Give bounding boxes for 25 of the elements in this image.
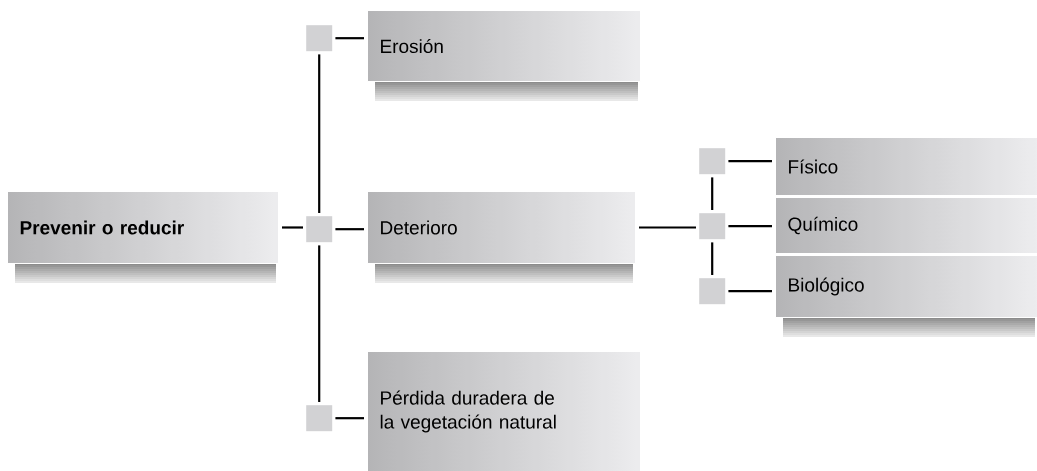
connector-line: [711, 177, 714, 210]
connector-line: [318, 245, 321, 402]
junction-square: [699, 278, 726, 305]
connector-line: [335, 228, 364, 231]
junction-square: [306, 25, 333, 52]
text-box: Biológico: [775, 255, 1037, 318]
connector-line: [318, 54, 321, 213]
text-box: Deterioro: [367, 191, 636, 264]
text-box: Físico: [775, 137, 1037, 196]
connector-line: [711, 242, 714, 275]
text-box: Prevenir o reducir: [7, 191, 279, 264]
connector-line: [728, 290, 772, 293]
junction-square: [699, 148, 726, 175]
text-box: Erosión: [367, 10, 641, 82]
junction-square: [306, 216, 333, 243]
connector-line: [639, 226, 696, 229]
connector-line: [335, 417, 364, 420]
connector-line: [728, 160, 772, 163]
connector-line: [282, 226, 303, 229]
junction-square: [306, 405, 333, 432]
connector-line: [335, 37, 364, 40]
text-box: Químico: [775, 197, 1037, 254]
junction-square: [699, 213, 726, 240]
connector-line: [728, 225, 772, 228]
text-box: Pérdida duradera de la vegetación natural: [367, 351, 641, 471]
